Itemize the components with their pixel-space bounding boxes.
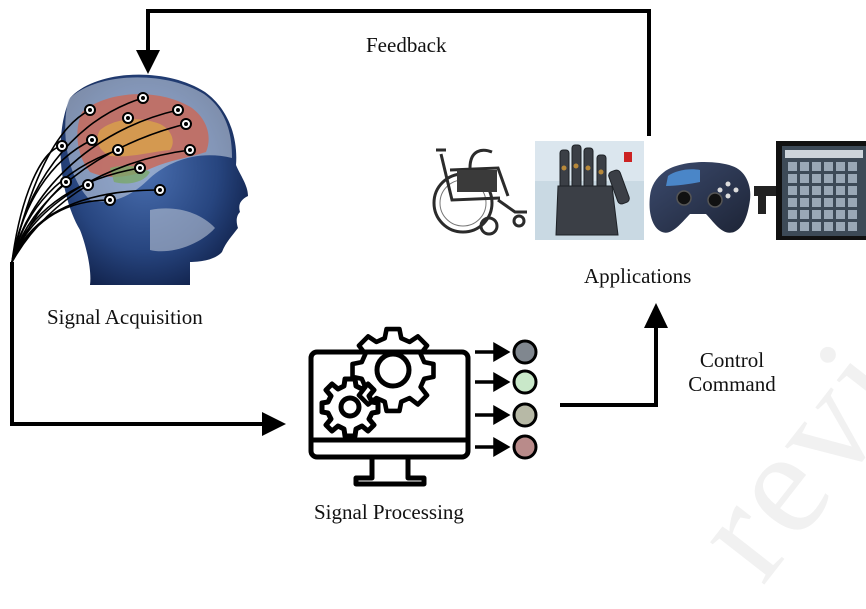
tablet-keyboard-icon <box>754 141 866 240</box>
tablet-key <box>848 162 857 171</box>
control-command-arrow <box>560 303 668 407</box>
tablet-key <box>788 186 797 195</box>
tablet-key <box>800 186 809 195</box>
tablet-key <box>848 198 857 207</box>
tablet-key <box>824 198 833 207</box>
signal-acquisition-label: Signal Acquisition <box>47 305 203 329</box>
signal-processing-label: Signal Processing <box>314 500 464 524</box>
tablet-key <box>836 174 845 183</box>
tablet-key <box>800 198 809 207</box>
tablet-key <box>812 162 821 171</box>
tablet-key <box>812 186 821 195</box>
tablet-key <box>812 222 821 231</box>
tablet-key <box>836 162 845 171</box>
acquisition-to-processing-arrow <box>10 262 286 436</box>
tablet-key <box>848 174 857 183</box>
tablet-key <box>836 186 845 195</box>
feature-circles <box>512 339 538 460</box>
eeg-head-icon <box>11 74 248 285</box>
tablet-key <box>788 174 797 183</box>
tablet-key <box>848 186 857 195</box>
control-command-line2: Command <box>688 372 776 396</box>
tablet-key <box>800 174 809 183</box>
tablet-key <box>836 198 845 207</box>
tablet-key <box>848 222 857 231</box>
wheelchair-icon <box>432 148 527 236</box>
feedback-label: Feedback <box>366 33 447 57</box>
feature-arrows <box>475 341 511 458</box>
tablet-key <box>800 210 809 219</box>
tablet-key <box>800 222 809 231</box>
tablet-key <box>824 174 833 183</box>
tablet-key <box>788 210 797 219</box>
tablet-key <box>824 210 833 219</box>
feature-circle-4 <box>512 434 538 460</box>
tablet-key <box>788 198 797 207</box>
robotic-hand-icon <box>535 141 644 240</box>
tablet-key <box>836 222 845 231</box>
bci-diagram <box>10 9 866 487</box>
tablet-key <box>812 174 821 183</box>
applications-label: Applications <box>584 264 692 288</box>
tablet-key <box>788 222 797 231</box>
tablet-key <box>812 198 821 207</box>
computer-gears-icon <box>308 326 471 487</box>
tablet-key <box>848 210 857 219</box>
feedback-arrow <box>136 9 651 136</box>
feature-circle-2 <box>512 369 538 395</box>
tablet-key <box>824 162 833 171</box>
tablet-key <box>788 162 797 171</box>
tablet-key <box>824 222 833 231</box>
game-controller-icon <box>649 162 751 233</box>
feature-circle-1 <box>512 339 538 365</box>
control-command-label: Control Command <box>672 348 792 396</box>
tablet-key <box>836 210 845 219</box>
control-command-line1: Control <box>699 348 765 372</box>
feature-circle-3 <box>512 402 538 428</box>
tablet-key <box>812 210 821 219</box>
tablet-key <box>824 186 833 195</box>
tablet-key <box>800 162 809 171</box>
